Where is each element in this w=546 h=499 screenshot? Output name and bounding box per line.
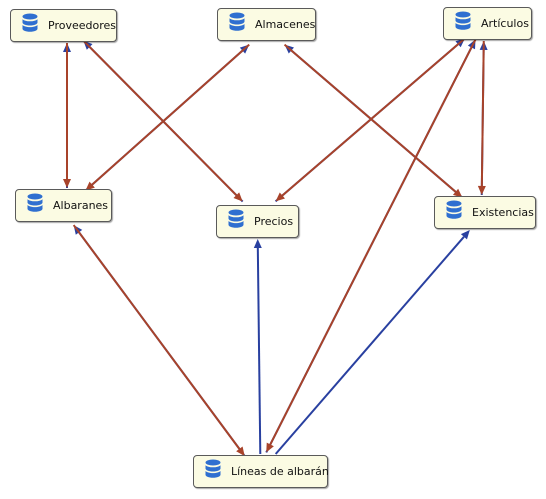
arrowhead-articulos-to-existencias [477, 185, 486, 195]
arrowhead-almacenes-to-existencias [452, 188, 463, 198]
relationship-arrow-almacenes-to-albaranes [91, 43, 250, 186]
relationship-arrow-albaranes-to-lineas [72, 224, 241, 450]
table-node-almacenes[interactable]: Almacenes [217, 8, 316, 41]
arrowhead-albaranes-to-lineas [236, 446, 245, 457]
database-icon [26, 193, 44, 218]
table-node-label: Precios [254, 215, 294, 228]
table-node-label: Artículos [481, 17, 529, 30]
table-node-albaranes[interactable]: Albaranes [15, 189, 112, 222]
arrowhead-lineas-to-existencias [460, 230, 470, 240]
arrowhead-articulos-to-precios [275, 192, 285, 202]
arrowhead-proveedores-to-precios [233, 192, 243, 202]
table-node-precios[interactable]: Precios [216, 205, 299, 238]
database-icon [204, 459, 222, 484]
database-icon [227, 209, 245, 234]
table-node-label: Albaranes [53, 199, 109, 212]
table-node-existencias[interactable]: Existencias [434, 196, 536, 229]
database-icon [454, 11, 472, 36]
table-node-proveedores[interactable]: Proveedores [10, 9, 117, 42]
table-node-label: Existencias [472, 206, 534, 219]
database-icon [21, 13, 39, 38]
table-node-label: Almacenes [255, 18, 316, 31]
database-icon [445, 200, 463, 225]
relationship-arrow-lineas-to-precios [256, 247, 262, 455]
table-node-articulos[interactable]: Artículos [443, 7, 532, 40]
database-icon [228, 12, 246, 37]
table-node-label: Proveedores [48, 19, 116, 32]
relationship-arrow-articulos-to-lineas [269, 38, 477, 445]
relationship-arrow-lineas-to-existencias [274, 236, 465, 455]
relationship-arrow-articulos-to-precios [281, 37, 466, 197]
relationship-arrow-almacenes-to-existencias [283, 43, 457, 193]
relationship-arrow-proveedores-to-precios [82, 39, 238, 196]
arrowhead-articulos-to-lineas [266, 442, 274, 453]
relationship-arrow-articulos-to-existencias [480, 40, 485, 186]
arrowhead-proveedores-to-albaranes [63, 179, 71, 188]
table-node-lineas-de-albaran[interactable]: Líneas de albarán [193, 455, 329, 488]
arrowhead-lineas-to-precios [253, 239, 262, 249]
table-node-label: Líneas de albarán [231, 465, 329, 478]
arrowhead-almacenes-to-albaranes [85, 181, 95, 191]
